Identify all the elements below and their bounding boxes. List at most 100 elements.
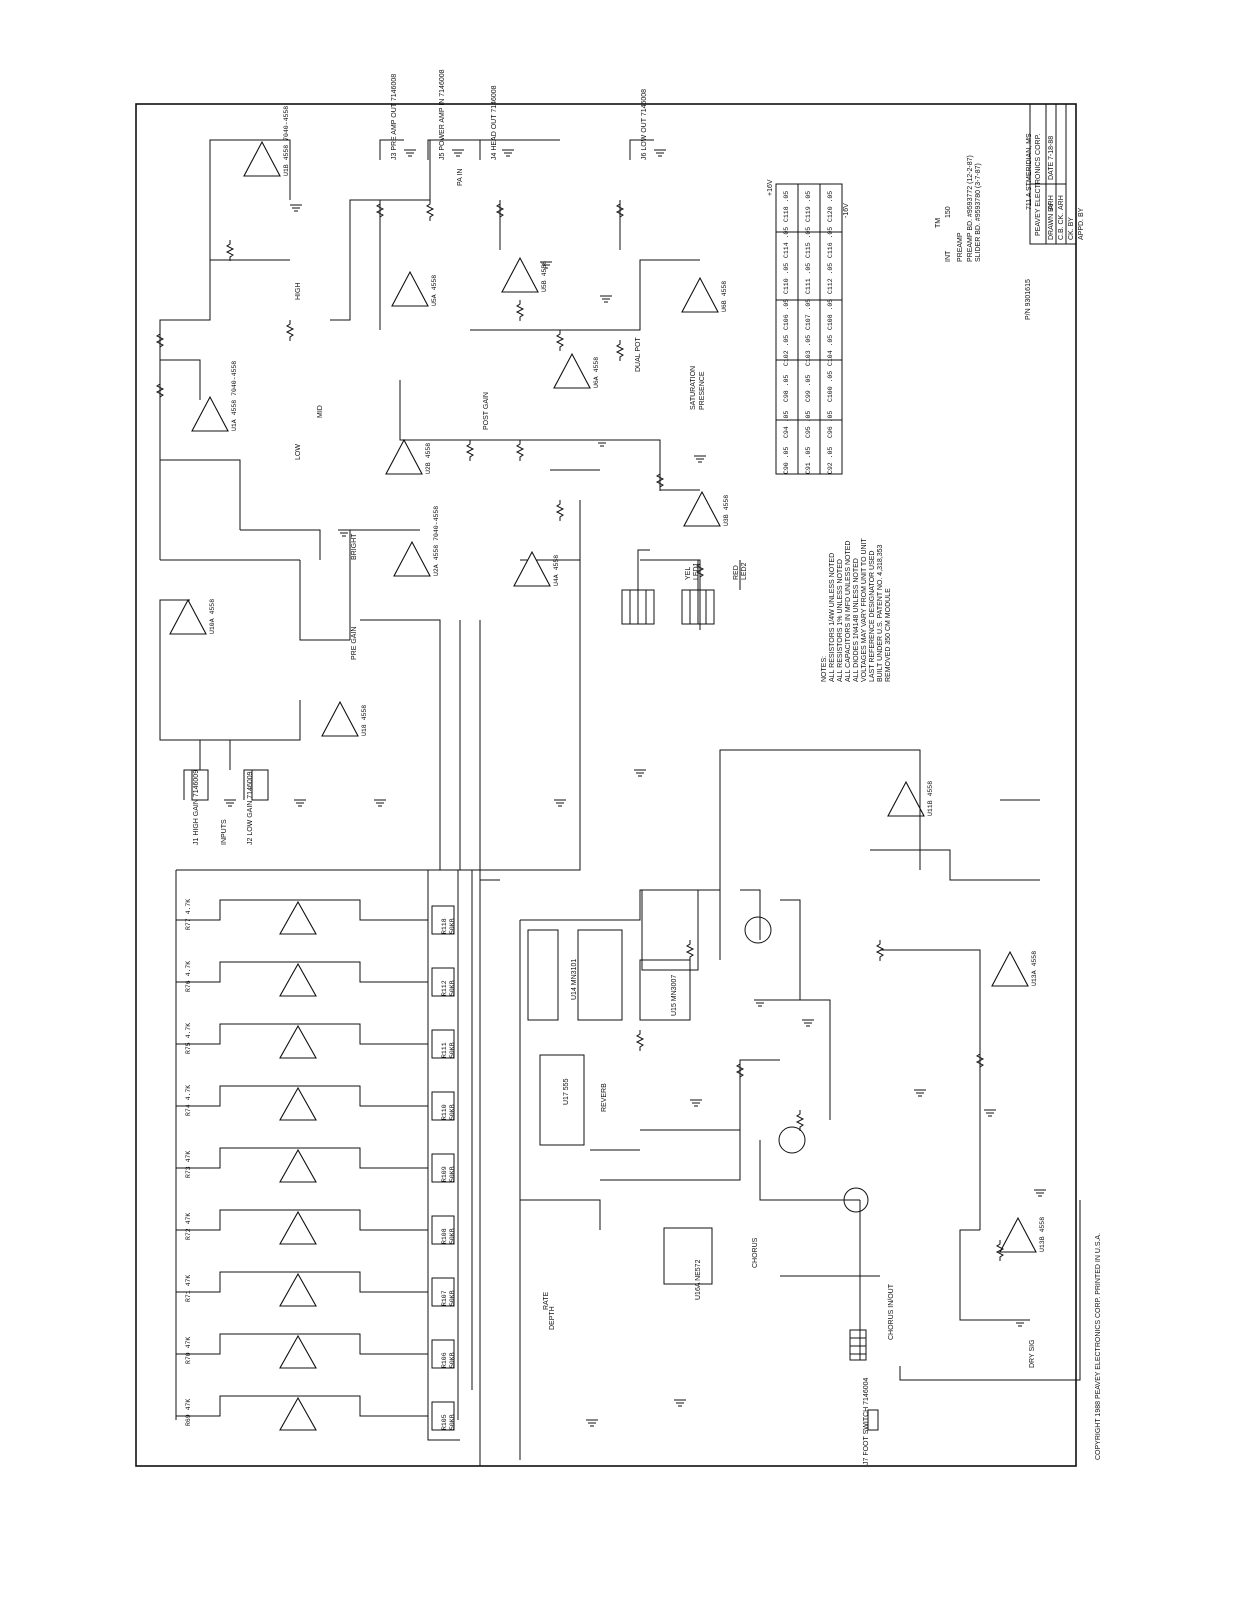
low-label: LOW — [295, 444, 302, 460]
eq-slider-pot — [431, 1029, 455, 1059]
opamp-u1b — [243, 140, 281, 177]
presence-label: PRESENCE — [699, 371, 706, 410]
resistor-symbol — [155, 330, 165, 351]
opamp-u18 — [321, 700, 359, 737]
eq-band-wire — [176, 899, 300, 921]
note-line: VOLTAGES MAY VARY FROM UNIT TO UNIT — [861, 537, 868, 682]
eq-slider-value: 50KB — [449, 1414, 456, 1430]
resistor-symbol — [465, 440, 475, 461]
cap-table-cell: C111 .05 — [805, 263, 812, 294]
cap-table-cell: C92 .05 — [827, 447, 834, 474]
eq-band-wire — [300, 1395, 428, 1417]
reverb-label: REVERB — [601, 1083, 608, 1112]
ground-symbols — [224, 149, 1046, 1427]
eq-slider-value: 50KB — [449, 980, 456, 996]
opamp-label-u2a: U2A 4558 7040-4558 — [433, 506, 440, 576]
resistor-symbols — [155, 200, 1005, 1261]
ground-symbol — [754, 999, 766, 1007]
cap-table-cell: C103 .05 — [805, 335, 812, 366]
eq-slider-pot — [431, 1215, 455, 1245]
cb-ck-label: C.B. CK. — [1058, 213, 1065, 240]
ground-symbol — [596, 439, 608, 447]
eq-band-wire — [176, 1085, 300, 1107]
cap-table-cell: C99 .05 — [805, 375, 812, 402]
j6-label: J6 LOW OUT 7146008 — [641, 89, 648, 160]
opamp-u1a — [191, 395, 229, 432]
cap-table-cell: C116 .05 — [827, 227, 834, 258]
eq-band-resistor: R69 47K — [185, 1399, 192, 1426]
cap-table-cell: C98 .05 — [783, 375, 790, 402]
ck-by-label: CK. BY — [1068, 217, 1075, 240]
eq-band-resistor: R70 47K — [185, 1337, 192, 1364]
eq-band-opamp — [279, 1334, 317, 1369]
opamp-u2a — [393, 540, 431, 577]
eq-slider-value: 50KB — [449, 1104, 456, 1120]
eq-band-wire — [300, 1271, 428, 1293]
ground-symbol — [586, 1419, 598, 1427]
dry-sig-label: DRY SIG — [1029, 1339, 1036, 1368]
note-line: ALL DIODES 1N4148 UNLESS NOTED — [853, 558, 860, 682]
resistor-symbol — [555, 500, 565, 521]
opamp-label-u18: U18 4558 — [361, 705, 368, 736]
yel-led-label: YEL — [685, 567, 692, 580]
eq-slider-ref: R105 — [441, 1414, 448, 1430]
cap-table-plus: +16V — [767, 179, 774, 196]
opamp-u4a — [513, 550, 551, 587]
u15-label: U15 MN3007 — [671, 975, 678, 1016]
cap-table-cell: C112 .05 — [827, 263, 834, 294]
cap-table-cell: C104 .05 — [827, 335, 834, 366]
input-section: J1 HIGH GAIN 7146009 INPUTS J2 LOW GAIN … — [159, 690, 301, 845]
opamp-label-u1a: U1A 4558 7040-4558 — [231, 361, 238, 431]
eq-band-resistor: R76 4.7K — [185, 961, 192, 992]
u17-label: U17 555 — [563, 1078, 570, 1105]
ic-labels: U14 MN3101 U15 MN3007 U17 555 U16A NE572 — [563, 959, 702, 1300]
pre-gain-label: PRE GAIN — [351, 627, 358, 660]
model-title: INT TM 150 PREAMP PREAMP BD. #9593772 (1… — [935, 155, 1032, 320]
eq-slider-ref: R112 — [441, 980, 448, 996]
opamp-label-u4a: U4A 4558 — [553, 555, 560, 586]
company-city: MERIDIAN, MS — [1026, 133, 1033, 182]
eq-slider-value: 50KB — [449, 918, 456, 934]
company-name: PEAVEY ELECTRONICS CORP. — [1035, 134, 1042, 236]
led2-label: LED2 — [741, 562, 748, 580]
pa-in-label: PA IN — [457, 169, 464, 186]
eq-slider-ref: R109 — [441, 1166, 448, 1182]
eq-band-wire — [300, 1333, 428, 1355]
cap-table-cell: C95 .05 — [805, 411, 812, 438]
resistor-symbol — [995, 1240, 1005, 1261]
opamp-u3b — [683, 490, 721, 527]
opamp-label-u6a: U6A 4558 — [593, 357, 600, 388]
eq-slider-ref: R106 — [441, 1352, 448, 1368]
eq-band-opamp — [279, 1396, 317, 1431]
note-line: ALL RESISTORS 1/4W UNLESS NOTED — [829, 553, 836, 682]
eq-band-wire — [176, 1209, 300, 1231]
opamp-label-u1b: U1B 4558 7040-4558 — [283, 106, 290, 176]
drawn-by-value: ARH — [1048, 195, 1055, 210]
eq-slider-pot — [431, 1153, 455, 1183]
ground-symbol — [914, 1089, 926, 1097]
opamp-u5b — [501, 256, 539, 293]
eq-slider-ref: R108 — [441, 1228, 448, 1244]
eq-slider-pot — [431, 1339, 455, 1369]
ground-symbol — [654, 149, 666, 157]
j3-label: J3 PRE AMP OUT 7146008 — [391, 74, 398, 160]
opamp-u13b — [999, 1216, 1037, 1253]
eq-band-wire — [176, 1271, 300, 1293]
resistor-symbol — [655, 470, 665, 491]
opamp-label-u6b: U6B 4558 — [721, 281, 728, 312]
resistor-symbol — [375, 200, 385, 221]
control-labels: PRE GAIN POST GAIN BRIGHT HIGH LOW MID D… — [295, 283, 759, 1331]
eq-band-resistor: R73 47K — [185, 1151, 192, 1178]
cap-table-cell: C91 .05 — [805, 447, 812, 474]
bright-label: BRIGHT — [351, 533, 358, 560]
eq-band-wire — [300, 1085, 428, 1107]
part-number: P/N 9301615 — [1025, 279, 1032, 320]
eq-band-wire — [300, 1023, 428, 1045]
opamp-label-u2b: U2B 4558 — [425, 443, 432, 474]
cap-table-cell: C108 .05 — [827, 299, 834, 330]
ground-symbol — [634, 769, 646, 777]
mid-label: MID — [317, 405, 324, 418]
eq-slider-pot — [431, 1091, 455, 1121]
ground-symbol — [224, 799, 236, 807]
